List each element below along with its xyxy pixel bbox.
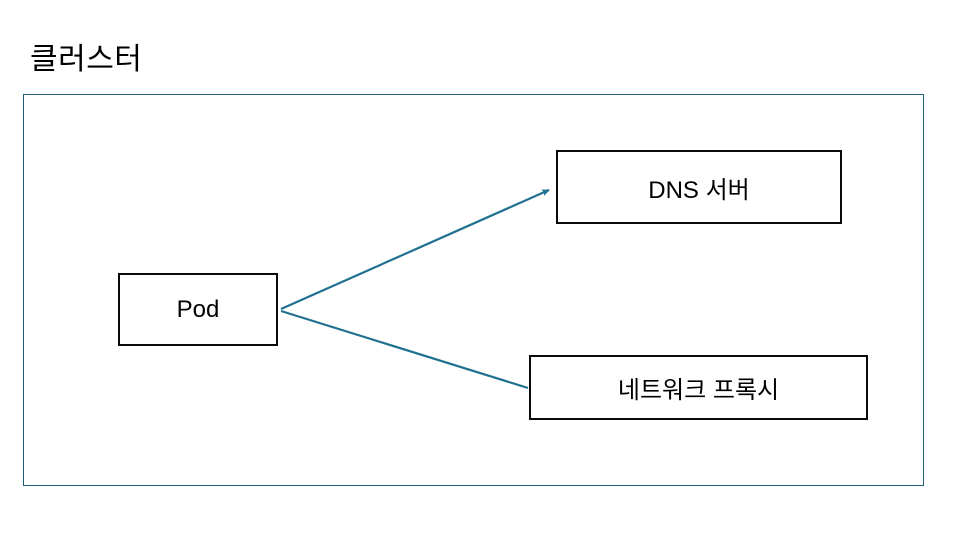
node-pod-label: Pod — [176, 295, 220, 323]
node-network-proxy-label: 네트워크 프록시 — [617, 377, 780, 404]
node-dns-server-label: DNS 서버 — [648, 176, 750, 204]
node-pod: Pod — [118, 273, 278, 346]
diagram-title: 클러스터 — [30, 43, 143, 76]
node-network-proxy: 네트워크 프록시 — [529, 355, 868, 420]
cluster-boundary — [23, 94, 924, 486]
node-dns-server: DNS 서버 — [556, 150, 842, 224]
